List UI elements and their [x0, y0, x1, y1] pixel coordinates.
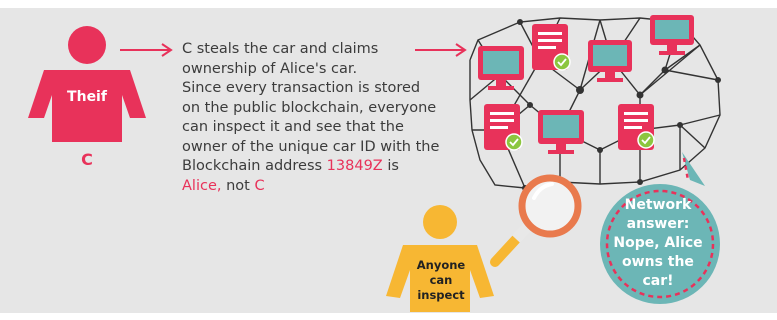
magnifying-glass-icon [490, 174, 582, 267]
inspector-label: Anyone can inspect [410, 258, 472, 303]
thief-reference: C [254, 177, 265, 194]
network-answer-bubble [600, 152, 720, 304]
ledger-document-3 [618, 104, 655, 150]
story-line: owner of the unique car ID with the [182, 138, 440, 155]
story-line: C steals the car and claims [182, 41, 379, 57]
bubble-line: owns the [622, 254, 694, 270]
computer-node-1 [478, 46, 524, 90]
computer-node-3 [650, 15, 694, 55]
address-suffix: is [382, 158, 399, 174]
blockchain-address: 13849Z [326, 158, 383, 174]
computer-node-4 [538, 110, 584, 154]
bubble-line: Network [624, 197, 692, 213]
not-text: not [221, 177, 255, 194]
inspector-body [386, 245, 494, 312]
inspector-label-line: inspect [417, 288, 465, 302]
story-line: Since every transaction is stored [182, 80, 421, 96]
inspector-label-line: Anyone [416, 258, 466, 272]
ledger-document-1 [532, 24, 571, 71]
bubble-line: Nope, Alice [613, 235, 703, 251]
inspector-figure [386, 205, 494, 312]
story-line: can inspect it and see that the [182, 119, 404, 135]
thief-letter: C [81, 150, 93, 169]
story-line-owner: Alice, not C [182, 177, 452, 197]
arrow-to-text [120, 43, 173, 57]
bubble-line: answer: [626, 216, 690, 232]
thief-label: Theif [67, 89, 107, 105]
story-line: on the public blockchain, everyone [182, 99, 437, 116]
bubble-text: Network answer: Nope, Alice owns the car… [604, 196, 712, 291]
inspector-head [423, 205, 457, 239]
story-line-address: Blockchain address 13849Z is [182, 157, 452, 177]
computer-node-2 [588, 40, 632, 82]
address-prefix: Blockchain address [182, 158, 327, 174]
story-line: ownership of Alice's car. [182, 60, 358, 77]
thief-head [68, 26, 106, 64]
arrow-to-network [415, 43, 467, 57]
story-text: C steals the car and claims ownership of… [182, 40, 452, 196]
ledger-document-2 [484, 104, 523, 151]
bubble-line: car! [642, 273, 674, 289]
thief-figure [28, 26, 146, 142]
owner-name: Alice, [182, 177, 222, 194]
thief-body [28, 70, 146, 142]
inspector-label-line: can [429, 273, 453, 287]
